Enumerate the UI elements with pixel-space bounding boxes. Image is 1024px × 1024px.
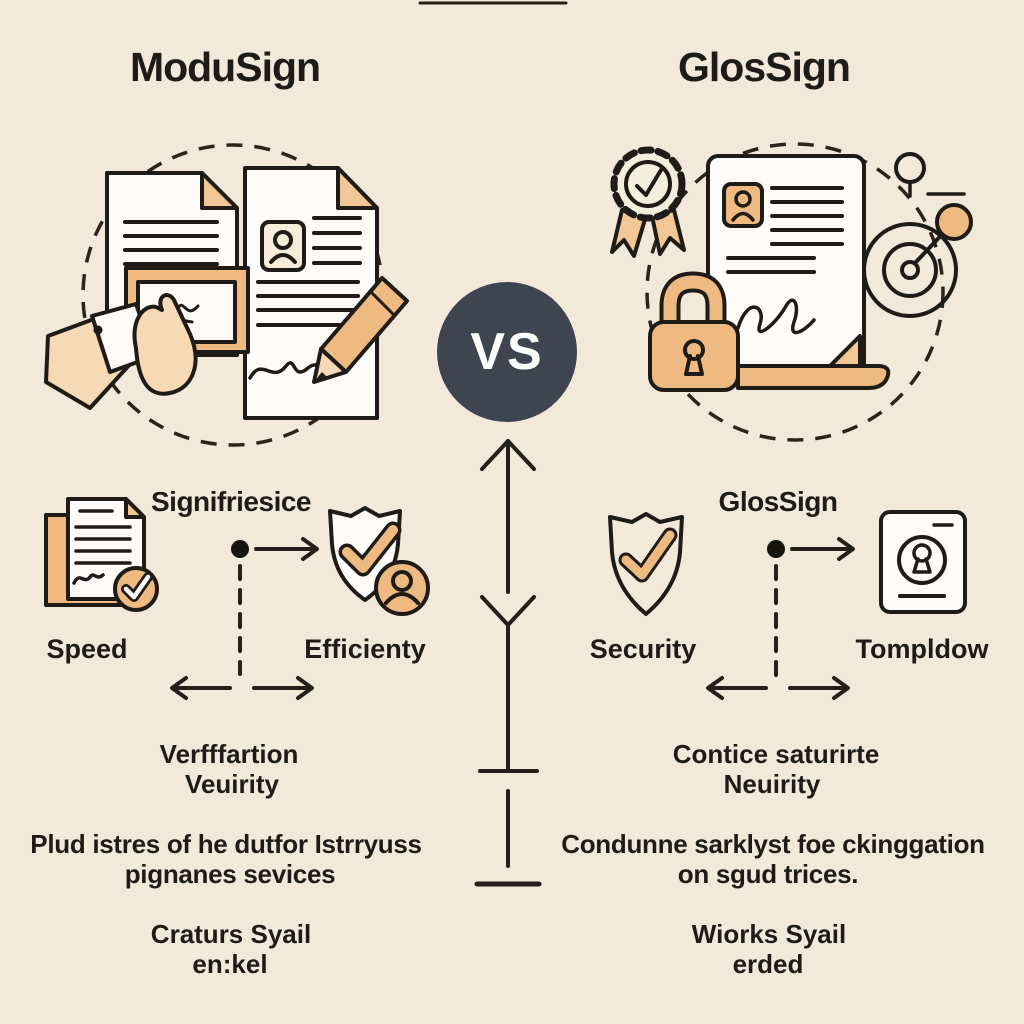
left-footer-line2: en:kel bbox=[192, 949, 268, 979]
right-body-line1: Condunne sarklyst foe ckinggation bbox=[561, 829, 985, 859]
right-subheading-line2: Neuirity bbox=[723, 769, 821, 799]
center-divider-arrows bbox=[474, 439, 542, 887]
left-subheading-line2: Veuirity bbox=[185, 769, 279, 799]
left-body-line2: pignanes sevices bbox=[124, 859, 336, 889]
target-goal-icon bbox=[862, 152, 973, 318]
left-product-title: ModuSign bbox=[129, 44, 321, 90]
laptop-base-icon bbox=[736, 364, 891, 390]
certificate-document-icon bbox=[706, 154, 866, 382]
right-diagram-connectors bbox=[706, 537, 855, 700]
shield-check-user-icon bbox=[328, 506, 430, 616]
right-footer-line1: Wiorks Syail bbox=[691, 919, 847, 949]
speed-document-icon bbox=[44, 497, 159, 612]
ribbon-badge-icon bbox=[610, 146, 686, 258]
right-diagram-title: GlosSign bbox=[718, 486, 838, 517]
pen-icon bbox=[312, 276, 409, 384]
vs-label: VS bbox=[470, 323, 544, 381]
node-dot bbox=[231, 540, 249, 558]
right-product-title: GlosSign bbox=[678, 44, 851, 90]
vs-badge: VS bbox=[437, 282, 577, 422]
right-subheading-line1: Contice saturirte bbox=[672, 739, 880, 769]
secure-card-keyhole-icon bbox=[879, 510, 967, 614]
signature-scribble bbox=[736, 298, 816, 335]
node-dot bbox=[767, 540, 785, 558]
signature-scribble bbox=[72, 573, 105, 585]
hand-icon bbox=[44, 293, 198, 410]
right-footer-line2: erded bbox=[732, 949, 804, 979]
left-subheading-line1: Verfffartion bbox=[159, 739, 299, 769]
left-diagram-title: Signifriesice bbox=[150, 486, 312, 517]
right-body-line2: on sgud trices. bbox=[677, 859, 859, 889]
left-footer-line1: Craturs Syail bbox=[150, 919, 312, 949]
right-hero-illustration bbox=[610, 142, 973, 442]
left-node-speed-label: Speed bbox=[46, 634, 128, 664]
left-node-efficiency-label: Efficienty bbox=[304, 634, 426, 664]
left-body-line1: Plud istres of he dutfor Istrryuss bbox=[30, 829, 422, 859]
padlock-icon bbox=[648, 271, 740, 392]
left-hero-illustration bbox=[44, 143, 409, 447]
right-node-security-label: Security bbox=[589, 634, 697, 664]
right-node-tompldow-label: Tompldow bbox=[855, 634, 989, 664]
dashed-circle-decoration bbox=[645, 142, 945, 442]
security-shield-icon bbox=[608, 512, 684, 616]
left-diagram-connectors bbox=[170, 537, 319, 700]
